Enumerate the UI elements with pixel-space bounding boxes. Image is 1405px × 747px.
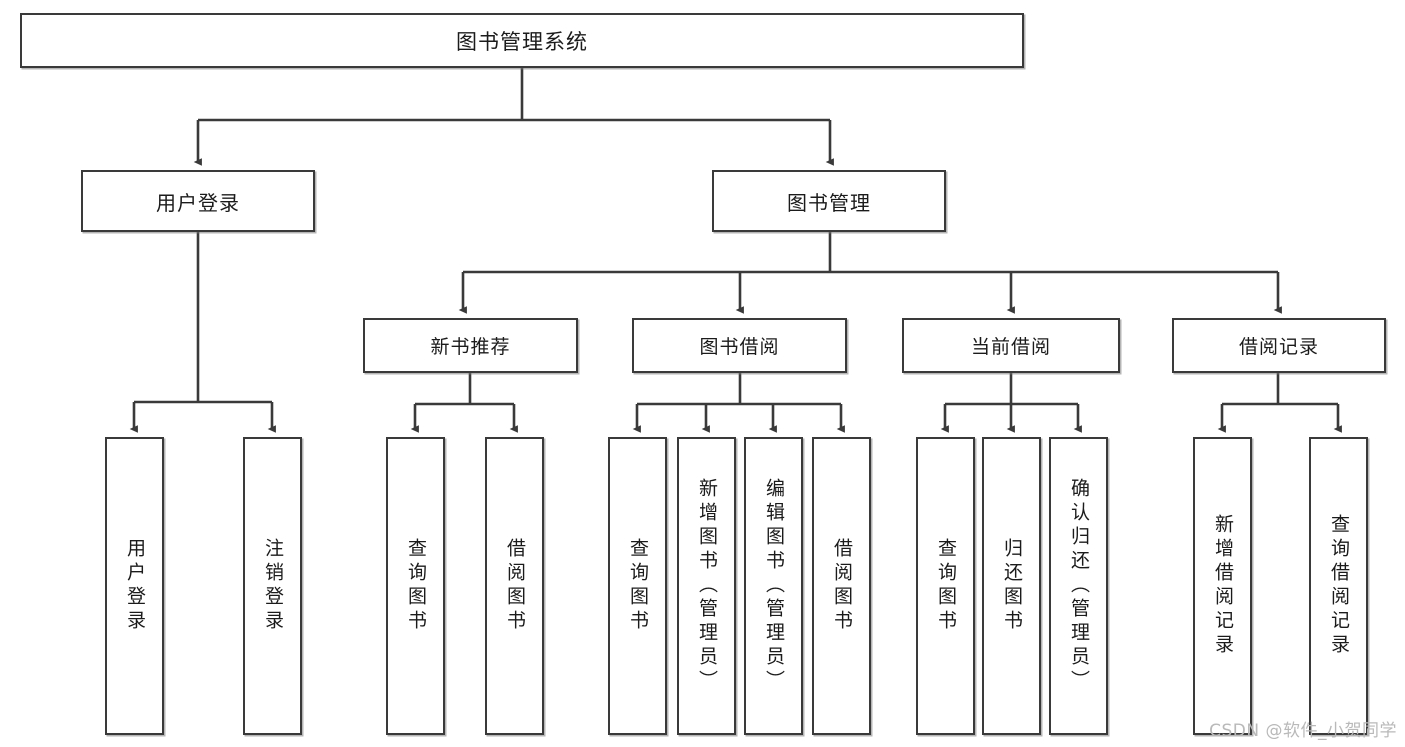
node-leaf-return-book[interactable]: 归还图书 [982, 437, 1041, 735]
csdn-watermark: CSDN @软件_小贺同学 [1209, 721, 1397, 741]
node-label: 当前借阅 [970, 336, 1051, 358]
node-label: 查询图书 [627, 538, 649, 634]
node-book-management-system[interactable]: 图书管理系统 [20, 13, 1024, 68]
node-label: 新书推荐 [430, 336, 511, 358]
node-borrow-record[interactable]: 借阅记录 [1172, 318, 1386, 373]
node-label: 新增图书（管理员） [696, 478, 718, 694]
node-label: 归还图书 [1001, 538, 1023, 634]
node-label: 查询图书 [405, 538, 427, 634]
node-label: 编辑图书（管理员） [763, 478, 785, 694]
node-leaf-query-book-2[interactable]: 查询图书 [608, 437, 667, 735]
node-label: 查询图书 [935, 538, 957, 634]
node-leaf-query-borrow-record[interactable]: 查询借阅记录 [1309, 437, 1368, 735]
node-leaf-borrow-book-1[interactable]: 借阅图书 [485, 437, 544, 735]
node-label: 借阅图书 [504, 538, 526, 634]
node-leaf-query-book-3[interactable]: 查询图书 [916, 437, 975, 735]
node-label: 借阅记录 [1238, 336, 1319, 358]
node-label: 查询借阅记录 [1328, 514, 1350, 658]
node-leaf-borrow-book-2[interactable]: 借阅图书 [812, 437, 871, 735]
node-leaf-edit-book-admin[interactable]: 编辑图书（管理员） [744, 437, 803, 735]
node-label: 用户登录 [156, 190, 240, 215]
node-label: 用户登录 [124, 538, 146, 634]
node-leaf-confirm-return-admin[interactable]: 确认归还（管理员） [1049, 437, 1108, 735]
node-label: 图书借阅 [699, 336, 780, 358]
node-new-book-recommend[interactable]: 新书推荐 [363, 318, 578, 373]
node-label: 新增借阅记录 [1212, 514, 1234, 658]
node-leaf-add-borrow-record[interactable]: 新增借阅记录 [1193, 437, 1252, 735]
node-leaf-logout-login[interactable]: 注销登录 [243, 437, 302, 735]
node-book-manage[interactable]: 图书管理 [712, 170, 946, 232]
node-current-borrow[interactable]: 当前借阅 [902, 318, 1120, 373]
node-label: 借阅图书 [831, 538, 853, 634]
node-leaf-user-login[interactable]: 用户登录 [105, 437, 164, 735]
node-label: 确认归还（管理员） [1068, 478, 1090, 694]
node-leaf-query-book-1[interactable]: 查询图书 [386, 437, 445, 735]
node-label: 图书管理系统 [456, 29, 588, 54]
node-label: 注销登录 [262, 538, 284, 634]
node-label: 图书管理 [787, 190, 871, 215]
node-user-login[interactable]: 用户登录 [81, 170, 315, 232]
node-leaf-add-book-admin[interactable]: 新增图书（管理员） [677, 437, 736, 735]
node-book-borrow[interactable]: 图书借阅 [632, 318, 847, 373]
